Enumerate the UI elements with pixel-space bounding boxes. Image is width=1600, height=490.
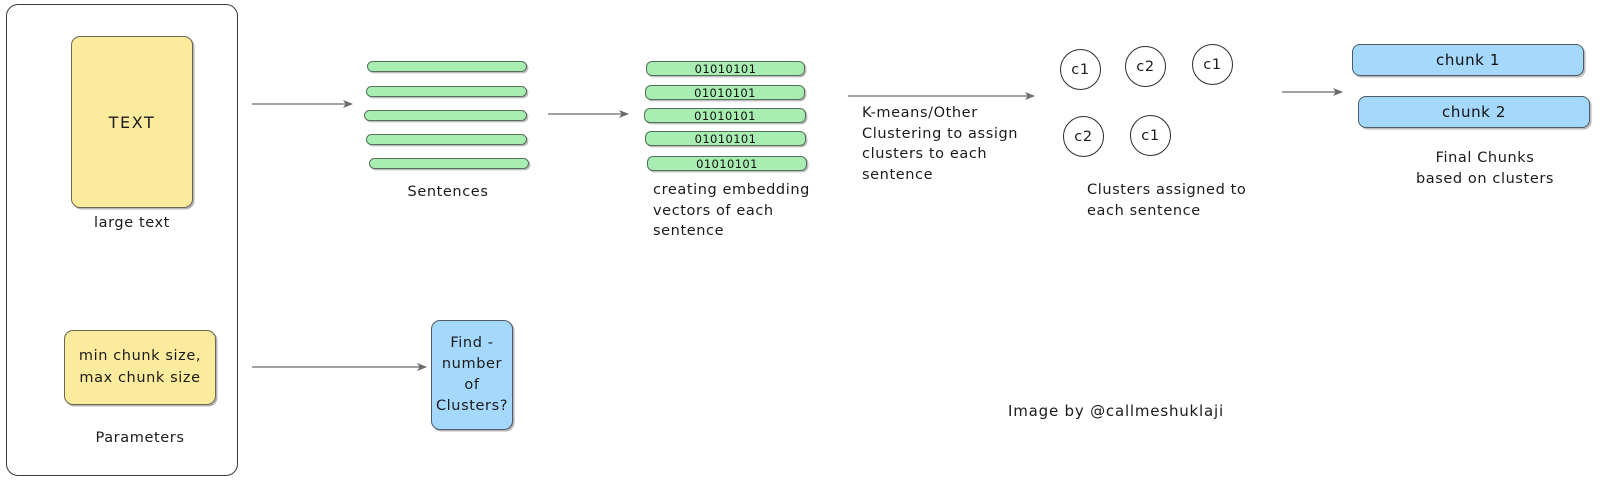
large-text-box[interactable]: TEXT xyxy=(71,36,193,208)
attribution-text: Image by @callmeshuklaji xyxy=(1008,402,1224,420)
embedding-bar: 01010101 xyxy=(645,131,806,146)
sentence-bar xyxy=(366,134,527,145)
cluster-circle: c1 xyxy=(1130,115,1171,156)
sentence-bar xyxy=(369,158,529,169)
parameters-caption: Parameters xyxy=(95,430,185,446)
find-clusters-box-label: Find - number of Clusters? xyxy=(435,334,509,415)
embedding-bar: 01010101 xyxy=(645,85,805,100)
large-text-box-label: TEXT xyxy=(108,112,156,132)
chunk-box: chunk 2 xyxy=(1358,96,1590,128)
cluster-circle: c2 xyxy=(1125,46,1166,87)
chunk-box: chunk 1 xyxy=(1352,44,1584,76)
cluster-circle: c2 xyxy=(1063,116,1104,157)
cluster-circle: c1 xyxy=(1060,49,1101,90)
cluster-circle: c1 xyxy=(1192,44,1233,85)
sentences-caption: Sentences xyxy=(407,184,489,200)
embedding-bar: 01010101 xyxy=(646,61,805,76)
sentence-bar xyxy=(367,61,527,72)
large-text-caption: large text xyxy=(94,215,170,231)
chunks-caption: Final Chunks based on clusters xyxy=(1415,150,1555,187)
sentence-bar xyxy=(364,110,527,121)
embedding-bar: 01010101 xyxy=(647,156,807,171)
embeddings-caption: creating embedding vectors of each sente… xyxy=(653,182,810,240)
parameters-box[interactable]: min chunk size, max chunk size xyxy=(64,330,216,405)
find-clusters-box[interactable]: Find - number of Clusters? xyxy=(431,320,513,430)
clustering-method-label: K-means/Other Clustering to assign clust… xyxy=(862,105,1019,183)
clusters-caption: Clusters assigned to each sentence xyxy=(1087,182,1247,219)
embedding-bar: 01010101 xyxy=(644,108,806,123)
parameters-box-label: min chunk size, max chunk size xyxy=(78,348,202,386)
sentence-bar xyxy=(366,86,527,97)
